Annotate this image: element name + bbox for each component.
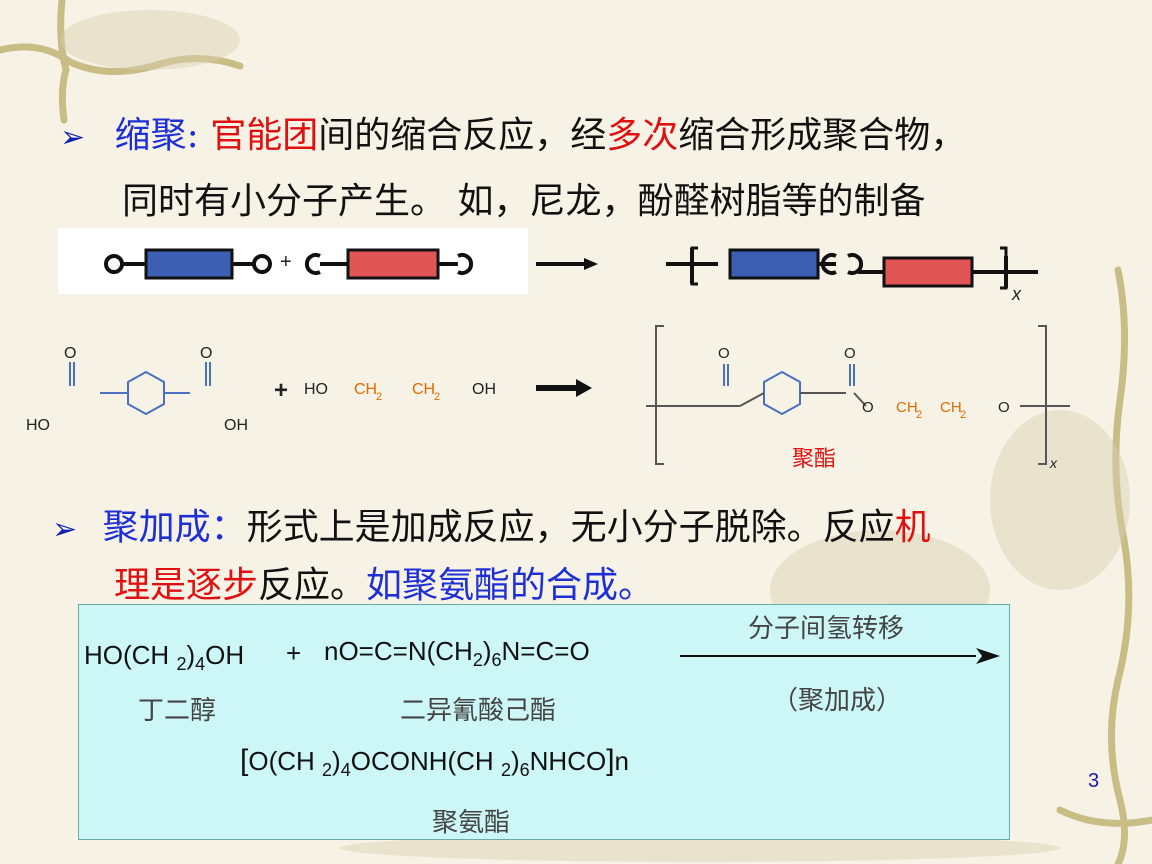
group-CH: CH: [412, 381, 435, 398]
subscript: 2: [376, 391, 382, 403]
panel-reaction-arrow: [680, 648, 1000, 664]
scheme-background: [58, 228, 528, 294]
term-polyaddition: 聚加成：: [102, 507, 247, 548]
plus-sign: +: [280, 251, 292, 273]
subscript: 2: [434, 391, 440, 403]
plus-sign: +: [274, 377, 288, 404]
plus-sign: +: [286, 638, 302, 668]
atom-HO: HO: [304, 381, 328, 398]
term-mechanism: 机: [894, 507, 931, 548]
text-span: 间的缩合反应，经: [318, 115, 607, 156]
text-span: 反应。: [258, 565, 367, 606]
name-polyurethane: 聚氨酯: [432, 808, 511, 838]
blue-block-product: [728, 248, 820, 280]
atom-O: O: [718, 345, 730, 362]
bullet-2: ➢ 聚加成：形式上是加成反应，无小分子脱除。反应机: [52, 498, 931, 550]
bullet-1: ➢ 缩聚: 官能团间的缩合反应，经多次缩合形成聚合物，: [60, 106, 966, 158]
atom-O: O: [64, 345, 76, 362]
reaction-arrow: [536, 379, 592, 397]
atom-O: O: [862, 399, 874, 416]
reactant-diisocyanate: nO=C=N(CH2)6N=C=O: [324, 636, 590, 671]
term-multiple: 多次: [606, 115, 679, 156]
polyurethane-panel: [78, 604, 1010, 840]
group-CH: CH: [354, 381, 377, 398]
vine-top-left: [57, 0, 70, 124]
name-diisocyanate: 二异氰酸己酯: [400, 696, 557, 726]
red-block: [346, 248, 440, 280]
repeat-x: x: [1049, 455, 1058, 471]
arrow-label-top: 分子间氢转移: [748, 614, 905, 644]
page-number: 3: [1088, 770, 1100, 792]
term-polycondensation: 缩聚: [114, 115, 187, 156]
atom-HO: HO: [26, 417, 50, 434]
text-span: 形式上是加成反应，无小分子脱除。反应: [246, 507, 895, 548]
reactant-butanediol: HO(CH 2)4OH: [84, 640, 245, 675]
bullet-arrow-icon: ➢: [60, 120, 86, 155]
colon: :: [186, 115, 211, 156]
subscript: 2: [916, 409, 922, 421]
arrow-label-bottom: （聚加成）: [772, 686, 903, 716]
atom-OH: OH: [472, 381, 496, 398]
repeat-x: x: [1011, 284, 1022, 304]
vine-right: [1108, 266, 1133, 864]
name-butanediol: 丁二醇: [138, 696, 217, 726]
atom-O: O: [998, 399, 1010, 416]
text-span: 缩合形成聚合物，: [678, 115, 967, 156]
bullet-arrow-icon: ➢: [52, 512, 78, 547]
term-functional-group: 官能团: [210, 115, 319, 156]
block-scheme: + x: [58, 228, 1038, 304]
polyurethane-example: 如聚氨酯的合成。: [366, 565, 655, 606]
red-block-product: [882, 256, 974, 288]
polyester-scheme: O O HO OH + HO CH 2 CH 2 OH O O O CH 2 C…: [26, 325, 1070, 472]
subscript: 2: [960, 409, 966, 421]
term-stepwise: 理是逐步: [114, 565, 259, 606]
bullet-2-line-2: 理是逐步反应。如聚氨酯的合成。: [114, 556, 654, 608]
atom-O: O: [844, 345, 856, 362]
group-CH: CH: [940, 399, 962, 416]
atom-OH: OH: [224, 417, 248, 434]
group-CH: CH: [896, 399, 918, 416]
polyester-label: 聚酯: [792, 447, 836, 472]
blue-block: [144, 248, 234, 280]
bullet-1-line-2: 同时有小分子产生。 如，尼龙，酚醛树脂等的制备: [122, 181, 926, 222]
atom-O: O: [200, 345, 212, 362]
product-polyurethane: [O(CH 2)4OCONH(CH 2)6NHCO]n: [240, 744, 630, 781]
